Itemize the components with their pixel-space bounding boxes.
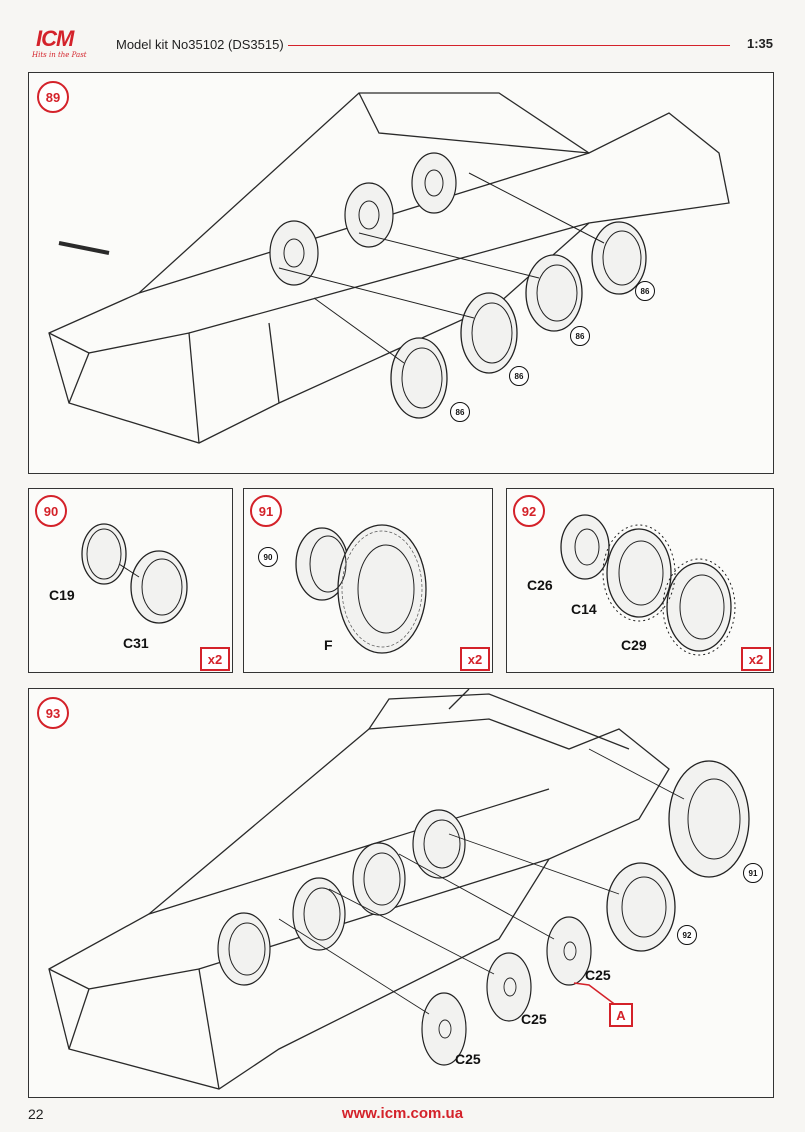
part-label-c25-c: C25	[455, 1051, 481, 1067]
quantity-multiplier: x2	[460, 647, 490, 671]
step-92-drawing	[560, 514, 736, 656]
step-92-panel: 92 C26 C14 C29 x2	[506, 488, 774, 673]
kit-scale: 1:35	[746, 36, 773, 51]
quantity-multiplier: x2	[200, 647, 230, 671]
ref-badge-92: 92	[677, 925, 697, 945]
logo-tagline: Hits in the Past	[32, 51, 87, 59]
part-label-c31: C31	[123, 635, 149, 651]
step-89-panel: 89 86 86 86 86	[28, 72, 774, 474]
ref-badge-86-a: 86	[635, 281, 655, 301]
step-number-90: 90	[35, 495, 67, 527]
quantity-multiplier: x2	[741, 647, 771, 671]
step-89-drawing	[48, 92, 730, 444]
part-label-c29: C29	[621, 637, 647, 653]
part-label-c19: C19	[49, 587, 75, 603]
step-93-panel: 93 91 92 C25 C25 C25 A	[28, 688, 774, 1098]
icm-logo: ICM Hits in the Past	[28, 26, 108, 62]
ref-badge-86-b: 86	[570, 326, 590, 346]
header-divider	[288, 45, 730, 46]
step-number-92: 92	[513, 495, 545, 527]
part-label-c25-a: C25	[585, 967, 611, 983]
ref-badge-86-c: 86	[509, 366, 529, 386]
website-link[interactable]: www.icm.com.ua	[341, 1105, 464, 1122]
step-number-89: 89	[37, 81, 69, 113]
ref-badge-90: 90	[258, 547, 278, 567]
kit-title: Model kit No35102 (DS3515)	[116, 37, 284, 52]
page-header: ICM Hits in the Past Model kit No35102 (…	[0, 0, 805, 62]
ref-badge-86-d: 86	[450, 402, 470, 422]
step-93-drawing	[48, 689, 750, 1090]
part-label-c25-b: C25	[521, 1011, 547, 1027]
step-91-drawing	[295, 524, 427, 654]
ref-badge-91: 91	[743, 863, 763, 883]
logo-text: ICM	[36, 26, 74, 51]
page-number: 22	[28, 1106, 44, 1122]
part-label-f: F	[324, 637, 333, 653]
step-91-panel: 91 90 F x2	[243, 488, 493, 673]
part-label-c14: C14	[571, 601, 597, 617]
step-90-panel: 90 C19 C31 x2	[28, 488, 233, 673]
attention-marker-a: A	[609, 1003, 633, 1027]
step-number-93: 93	[37, 697, 69, 729]
step-number-91: 91	[250, 495, 282, 527]
step-90-drawing	[81, 523, 188, 624]
part-label-c26: C26	[527, 577, 553, 593]
